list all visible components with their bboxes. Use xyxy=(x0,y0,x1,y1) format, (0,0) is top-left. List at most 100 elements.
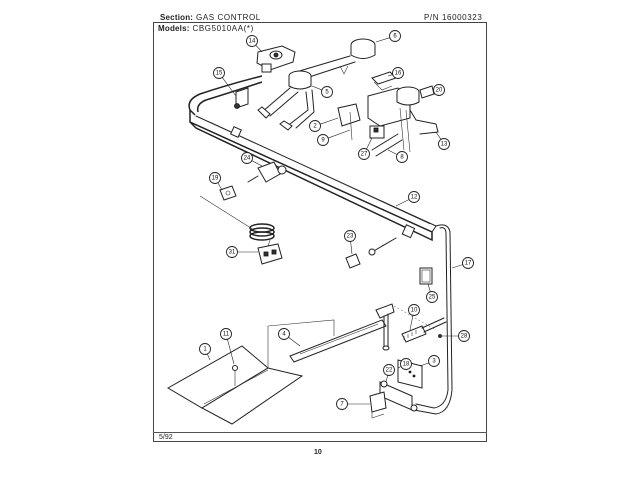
callout-8: 8 xyxy=(387,149,408,163)
callout-number: 20 xyxy=(436,87,443,93)
part-screw-11 xyxy=(232,365,238,386)
callout-number: 19 xyxy=(212,175,219,181)
part-burner-valve-head xyxy=(256,45,296,73)
callout-bubble xyxy=(241,152,253,164)
callout-bubble xyxy=(458,330,470,342)
callout-leader xyxy=(320,117,339,125)
part-number-label: P/N xyxy=(424,13,440,22)
callout-number: 15 xyxy=(216,70,223,76)
part-front-burner xyxy=(257,70,315,131)
callout-number: 18 xyxy=(403,361,410,367)
part-switch-bracket xyxy=(337,103,361,141)
callout-leader xyxy=(451,264,463,269)
callout-6: 6 xyxy=(375,30,401,43)
part-oven-burner xyxy=(289,303,437,363)
callout-number: 4 xyxy=(282,331,286,337)
callout-bubble xyxy=(278,328,290,340)
callout-number: 2 xyxy=(313,123,317,129)
callout-3: 3 xyxy=(419,355,440,367)
callout-number: 25 xyxy=(429,294,436,300)
callout-number: 28 xyxy=(461,333,468,339)
callout-18: 18 xyxy=(397,358,412,370)
callout-leader xyxy=(435,131,442,140)
callout-2: 2 xyxy=(309,117,339,132)
callout-24: 24 xyxy=(241,152,263,167)
callout-4: 4 xyxy=(278,328,301,347)
callout-bubble xyxy=(426,291,438,303)
callout-bubble xyxy=(396,151,408,163)
callout-25: 25 xyxy=(426,283,438,303)
callout-leader xyxy=(427,283,431,292)
callout-number: 17 xyxy=(465,260,472,266)
callout-leader xyxy=(255,44,263,53)
callout-leader xyxy=(350,241,353,255)
callout-31: 31 xyxy=(226,246,258,258)
models-value: CBG5010AA(*) xyxy=(192,24,254,33)
footer-rule xyxy=(153,432,487,433)
callout-bubble xyxy=(389,30,401,42)
models-header: Models: CBG5010AA(*) xyxy=(158,24,254,33)
section-value: GAS CONTROL xyxy=(196,13,261,22)
callout-11: 11 xyxy=(220,328,235,365)
callout-bubble xyxy=(462,257,474,269)
part-burner-valve xyxy=(247,161,287,183)
part-spark-module xyxy=(369,125,403,157)
callout-7: 7 xyxy=(336,398,370,410)
part-valve-switch xyxy=(345,237,397,269)
callout-leader xyxy=(217,182,223,191)
callout-number: 3 xyxy=(432,358,436,364)
callout-10: 10 xyxy=(408,304,420,331)
callout-leader xyxy=(311,85,323,91)
callout-bubble xyxy=(317,134,329,146)
callout-number: 27 xyxy=(361,151,368,157)
part-orifice-spud xyxy=(234,87,249,109)
part-burner-clip xyxy=(419,85,435,99)
callout-leader xyxy=(395,199,410,207)
callout-bubble xyxy=(408,304,420,316)
callout-number: 10 xyxy=(411,307,418,313)
callout-12: 12 xyxy=(395,191,420,207)
callout-number: 1 xyxy=(203,346,207,352)
callout-23: 23 xyxy=(344,230,356,255)
callout-bubble xyxy=(226,246,238,258)
callout-bubble xyxy=(309,120,321,132)
callout-bubble xyxy=(383,364,395,376)
part-igniter xyxy=(401,317,447,343)
callout-1: 1 xyxy=(199,343,211,361)
callout-27: 27 xyxy=(358,137,373,160)
callout-bubble xyxy=(199,343,211,355)
callout-leader xyxy=(328,129,351,139)
models-label: Models: xyxy=(158,24,190,33)
callout-number: 9 xyxy=(321,137,325,143)
callout-22: 22 xyxy=(383,364,395,383)
callout-number: 24 xyxy=(244,155,251,161)
callout-number: 11 xyxy=(223,331,230,337)
callout-bubble xyxy=(336,398,348,410)
callout-number: 14 xyxy=(249,38,256,44)
callout-leader xyxy=(366,137,373,150)
part-gas-tube xyxy=(413,224,453,415)
callout-number: 7 xyxy=(340,401,344,407)
revision-date: 5/92 xyxy=(159,434,173,441)
callout-14: 14 xyxy=(246,35,263,53)
callout-number: 6 xyxy=(393,33,397,39)
callout-bubble xyxy=(209,172,221,184)
callout-bubble xyxy=(246,35,258,47)
callout-16: 16 xyxy=(387,67,404,79)
part-valve-mount xyxy=(369,391,387,419)
callout-bubble xyxy=(408,191,420,203)
callout-number: 23 xyxy=(347,233,354,239)
callout-leader xyxy=(387,74,393,77)
part-number-header: P/N 16000323 xyxy=(424,13,482,22)
callout-leader xyxy=(227,339,235,365)
callout-number: 5 xyxy=(325,89,329,95)
callout-bubble xyxy=(438,138,450,150)
part-valve-knob-bracket xyxy=(219,185,237,201)
callout-17: 17 xyxy=(451,257,474,269)
callout-number: 12 xyxy=(411,194,418,200)
callout-leader xyxy=(251,160,263,167)
callout-number: 31 xyxy=(229,249,236,255)
callout-bubble xyxy=(220,328,232,340)
